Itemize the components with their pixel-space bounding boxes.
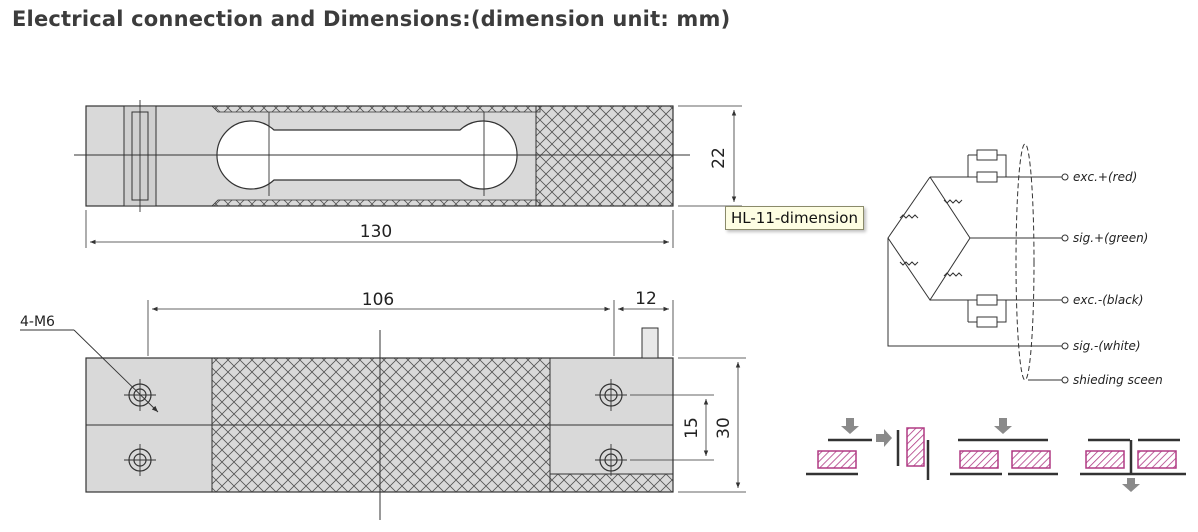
loading-icon-dual-down bbox=[950, 418, 1058, 476]
loading-icon-vertical bbox=[806, 418, 872, 476]
loading-icon-side bbox=[876, 427, 930, 480]
page-title: Electrical connection and Dimensions:(di… bbox=[12, 7, 731, 31]
wire-label-sig-minus: sig.-(white) bbox=[1073, 339, 1141, 353]
wire-label-exc-plus: exc.+(red) bbox=[1073, 170, 1137, 184]
wire-label-exc-minus: exc.-(black) bbox=[1073, 293, 1143, 307]
wiring-diagram bbox=[887, 143, 1069, 384]
hole-spacing-dimension: 106 bbox=[362, 290, 394, 310]
width-dimension: 30 bbox=[714, 417, 734, 439]
hole-pitch-dimension: 15 bbox=[682, 417, 702, 439]
dimension-tooltip: HL-11-dimension bbox=[725, 206, 864, 230]
loading-icon-dual-up bbox=[1080, 438, 1186, 492]
side-view: 4-M6 106 12 15 30 bbox=[20, 289, 746, 520]
wire-label-sig-plus: sig.+(green) bbox=[1073, 231, 1148, 245]
length-dimension: 130 bbox=[360, 222, 392, 242]
mount-hole bbox=[595, 379, 627, 411]
top-view: 22 130 bbox=[74, 100, 742, 248]
wire-label-shield: shieding sceen bbox=[1073, 373, 1163, 387]
height-dimension: 22 bbox=[709, 147, 729, 169]
end-offset-dimension: 12 bbox=[635, 289, 657, 309]
thread-label: 4-M6 bbox=[20, 314, 55, 330]
mount-hole bbox=[124, 444, 156, 476]
mount-hole bbox=[595, 444, 627, 476]
